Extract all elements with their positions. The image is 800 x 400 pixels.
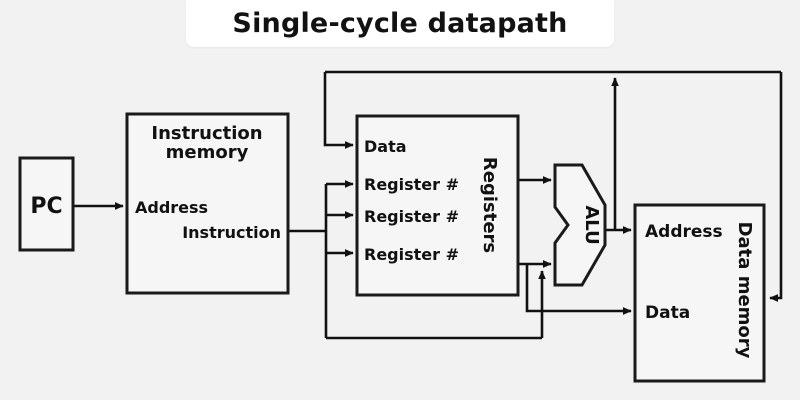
imem-instruction-port-label: Instruction (182, 223, 281, 242)
imem-address-port-label: Address (135, 198, 208, 217)
registers-regnum-2-label: Register # (364, 207, 459, 226)
block-registers[interactable] (355, 114, 520, 297)
dmem-data-port-label: Data (645, 303, 690, 323)
instruction-memory-label-line2: memory (166, 142, 249, 163)
block-alu[interactable] (553, 163, 607, 287)
registers-regnum-3-label: Register # (364, 245, 459, 264)
wire-reg-to-dmem-data (525, 264, 632, 315)
alu-label: ALU (581, 205, 602, 244)
registers-regnum-1-label: Register # (364, 175, 459, 194)
block-pc[interactable] (18, 156, 75, 252)
page-title: Single-cycle datapath (232, 8, 568, 39)
title-card: Single-cycle datapath (186, 0, 614, 47)
registers-vertical-label: Registers (479, 157, 500, 253)
wire-right-bus-to-dmem (769, 72, 783, 302)
instruction-memory-label-line1: Instruction (151, 123, 262, 144)
block-data-memory[interactable] (633, 203, 766, 383)
pc-label: PC (30, 194, 62, 219)
data-memory-vertical-label: Data memory (734, 222, 755, 359)
dmem-address-port-label: Address (645, 222, 723, 242)
wire-top-bus-to-reg-data (323, 72, 354, 149)
block-instruction-memory[interactable] (125, 112, 290, 295)
registers-data-port-label: Data (364, 137, 407, 156)
